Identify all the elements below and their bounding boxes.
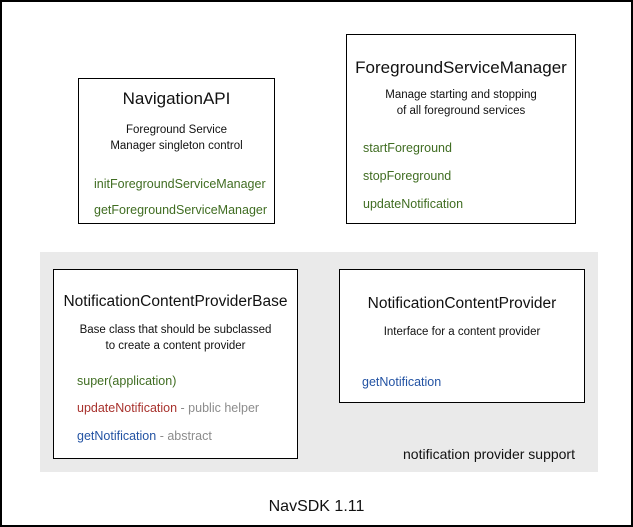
method-get-notification: getNotification xyxy=(362,375,442,390)
panel-caption: notification provider support xyxy=(403,446,575,462)
notification-content-provider-base-members: super(application) updateNotification - … xyxy=(54,374,297,444)
notification-content-provider-base-title: NotificationContentProviderBase xyxy=(63,293,288,310)
notification-content-provider-description: Interface for a content provider xyxy=(383,325,541,338)
method-init-foreground-service-manager: initForegroundServiceManager xyxy=(94,176,266,191)
notification-content-provider-title: NotificationContentProvider xyxy=(367,295,557,312)
notification-content-provider-base-description: Base class that should be subclassed to … xyxy=(79,323,272,353)
method-update-notification: updateNotification xyxy=(363,196,464,211)
class-box-navigation-api: NavigationAPI Foreground Service Manager… xyxy=(78,78,275,224)
class-box-notification-content-provider: NotificationContentProvider Interface fo… xyxy=(339,269,585,403)
member-name: updateNotification xyxy=(77,401,178,416)
member-name: getNotification xyxy=(77,429,157,444)
method-stop-foreground: stopForeground xyxy=(363,168,452,183)
member-annotation: - abstract xyxy=(156,429,212,444)
foreground-service-manager-description: Manage starting and stopping of all fore… xyxy=(385,88,537,118)
class-box-foreground-service-manager: ForegroundServiceManager Manage starting… xyxy=(346,34,576,224)
class-box-notification-content-provider-base: NotificationContentProviderBase Base cla… xyxy=(53,269,298,459)
method-start-foreground: startForeground xyxy=(363,140,452,155)
member-annotation: - public helper xyxy=(177,401,260,416)
navigation-api-description: Foreground Service Manager singleton con… xyxy=(110,123,243,153)
navigation-api-title: NavigationAPI xyxy=(122,89,231,108)
member-name: super(application) xyxy=(77,374,177,389)
member-update-notification: updateNotification - public helper xyxy=(77,401,297,416)
diagram-footer-label: NavSDK 1.11 xyxy=(268,498,365,515)
notification-content-provider-methods: getNotification xyxy=(340,375,584,390)
method-get-foreground-service-manager: getForegroundServiceManager xyxy=(94,202,268,217)
foreground-service-manager-title: ForegroundServiceManager xyxy=(355,58,567,77)
navigation-api-methods: initForegroundServiceManager getForegrou… xyxy=(79,177,274,218)
foreground-service-manager-methods: startForeground stopForeground updateNot… xyxy=(347,141,575,212)
member-get-notification: getNotification - abstract xyxy=(77,429,297,444)
member-super-application: super(application) xyxy=(77,374,297,389)
notification-provider-support-panel: NotificationContentProviderBase Base cla… xyxy=(40,252,598,472)
